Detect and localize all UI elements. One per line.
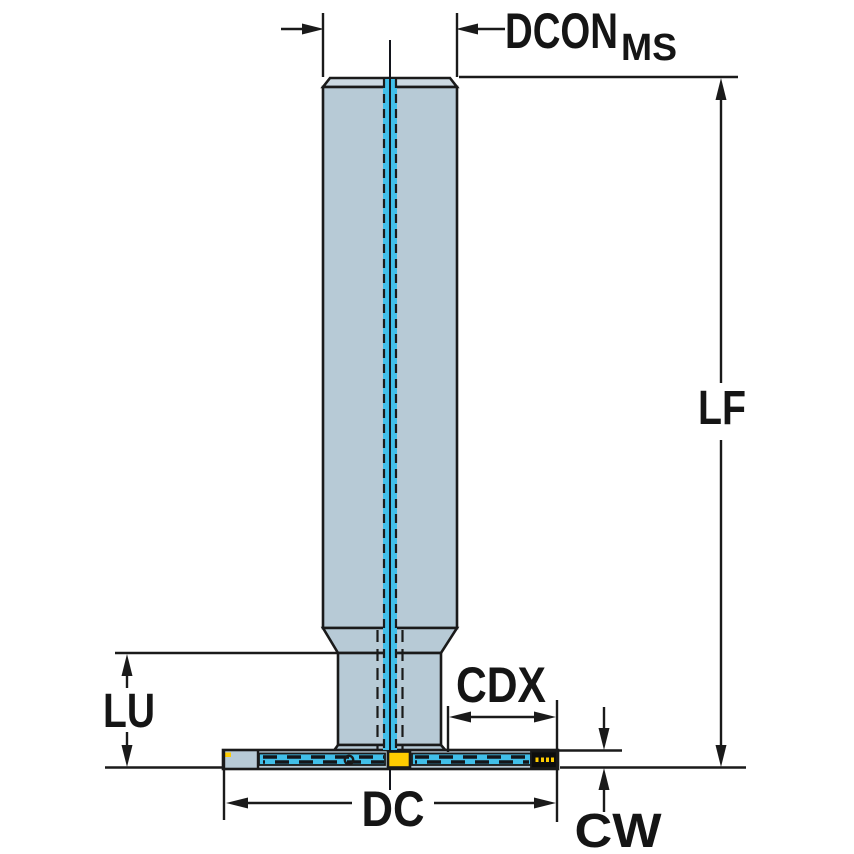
- lu-arrowhead-down: [121, 745, 133, 767]
- dimension-lu: LU: [103, 651, 337, 769]
- coolant-channel: [376, 40, 404, 790]
- dimension-cw: CW: [559, 707, 662, 854]
- dimension-cdx: CDX: [446, 657, 556, 752]
- cdx-arrowhead-left: [449, 711, 471, 723]
- dconms-arrowhead-left: [302, 23, 324, 35]
- label-lu: LU: [103, 685, 155, 738]
- lu-arrowhead-up: [121, 654, 133, 676]
- center-insert-yellow: [386, 750, 412, 769]
- disc-details: [225, 750, 558, 769]
- cw-arrowhead-down: [598, 728, 610, 750]
- dimension-dc: DC: [222, 700, 559, 837]
- label-cw: CW: [575, 805, 663, 854]
- disc-left-yellow-tick: [225, 752, 231, 757]
- dc-arrowhead-right: [534, 797, 556, 809]
- edge-insert-yellow-mark-4: [551, 757, 554, 762]
- label-dcon-subscript: MS: [621, 27, 677, 69]
- dconms-arrowhead-right: [456, 23, 478, 35]
- dimension-lf: LF: [459, 75, 746, 769]
- disc-screw: [343, 754, 355, 766]
- edge-insert-yellow-mark-3: [546, 757, 549, 762]
- cw-arrowhead-up: [598, 768, 610, 790]
- disc-coolant-band-left: [258, 752, 386, 766]
- dimension-dconms: DCON MS: [281, 3, 677, 77]
- dc-arrowhead-left: [226, 797, 248, 809]
- lf-arrowhead-down: [715, 745, 727, 767]
- cdx-arrowhead-right: [534, 711, 556, 723]
- edge-insert-yellow-mark-2: [541, 757, 544, 762]
- label-dcon: DCON: [505, 3, 618, 59]
- label-dc: DC: [362, 781, 425, 837]
- label-cdx: CDX: [456, 657, 546, 713]
- lf-arrowhead-up: [715, 78, 727, 100]
- label-lf: LF: [698, 382, 746, 435]
- edge-insert-yellow-mark-1: [535, 757, 539, 762]
